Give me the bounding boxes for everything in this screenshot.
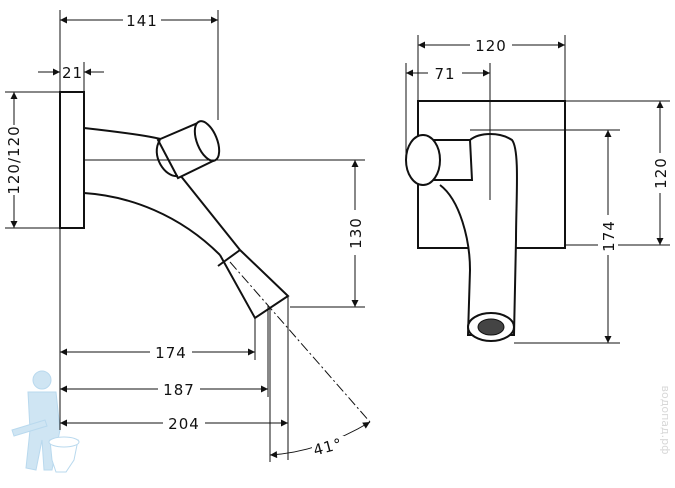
plumber-mascot-logo — [11, 370, 80, 473]
dim-71: 71 — [434, 65, 455, 83]
dim-174-vertical: 174 — [600, 220, 618, 252]
dim-120-120: 120/120 — [5, 125, 23, 194]
dim-204: 204 — [168, 415, 200, 433]
dim-141: 141 — [126, 12, 158, 30]
dimension-labels: 141 21 120/120 130 174 187 204 41° 120 7… — [4, 10, 670, 460]
dim-front-120: 120 — [475, 37, 507, 55]
dim-front-120-vertical: 120 — [652, 157, 670, 189]
front-view — [405, 35, 670, 344]
dim-187: 187 — [163, 381, 195, 399]
watermark-text: водопад.рф — [659, 386, 672, 455]
dim-174: 174 — [155, 344, 187, 362]
dim-130: 130 — [347, 217, 365, 249]
dim-21: 21 — [62, 64, 83, 82]
